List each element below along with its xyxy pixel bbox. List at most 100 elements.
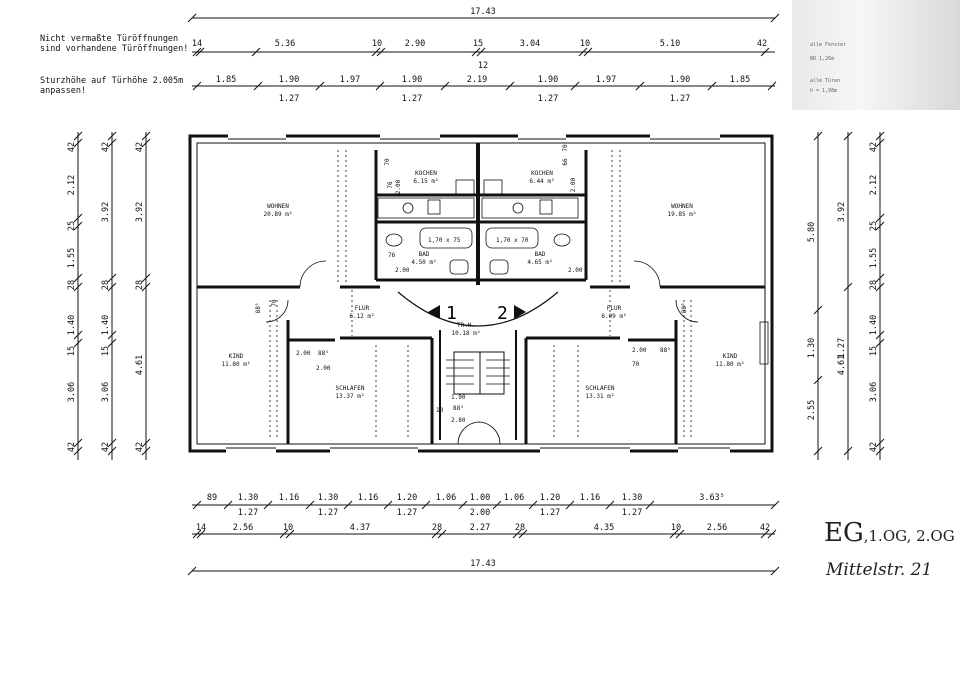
- dim-label-top-2: 1.97: [596, 75, 616, 85]
- dim-label-left-2: 1.40: [101, 315, 111, 335]
- dim-label-bottom-1: 89: [207, 493, 217, 503]
- room-area: 19.85 m²: [668, 211, 697, 218]
- dim-tick: [675, 529, 685, 539]
- dim-label-bottom-1-sub: 1.27: [238, 508, 258, 518]
- dim-tick: [875, 446, 885, 456]
- dim-tick: [528, 500, 538, 510]
- dim-tick: [813, 305, 823, 315]
- dim-label-top-2: 1.90: [279, 75, 299, 85]
- dim-label-left-3: 28: [135, 280, 145, 290]
- dim-label-bottom-1: 1.06: [436, 493, 456, 503]
- dim-tick: [512, 529, 522, 539]
- inner-dim-label: 70: [632, 361, 640, 368]
- dim-tick: [583, 47, 593, 57]
- room-area: 6.44 m²: [529, 178, 554, 185]
- dim-label-total-top: 17.43: [470, 7, 496, 17]
- dim-tick: [431, 529, 441, 539]
- dim-tick: [875, 282, 885, 292]
- arrow-right-icon: [514, 305, 526, 319]
- dim-tick: [767, 81, 777, 91]
- dim-label-bottom-1: 1.20: [397, 493, 417, 503]
- apartment-1-number: 1: [446, 303, 457, 324]
- dim-label-bottom-1-sub: 2.00: [470, 508, 490, 518]
- dim-label-top-1: 2.90: [405, 39, 425, 49]
- inner-dim-label: 1,70 x 75: [428, 237, 461, 244]
- dim-tick: [73, 446, 83, 456]
- arrow-left-icon: [428, 305, 440, 319]
- dim-label-top-1: 14: [192, 39, 202, 49]
- room-name: KOCHEN: [415, 170, 437, 177]
- floor-name: EG: [824, 518, 864, 548]
- dim-tick: [192, 47, 202, 57]
- dim-tick: [843, 282, 853, 292]
- room-area: 11.80 m²: [222, 361, 251, 368]
- dim-label-left-3: 42: [135, 142, 145, 152]
- dim-label-right-2: 4.61: [837, 355, 847, 375]
- dim-label-top-1: 5.10: [660, 39, 680, 49]
- dim-label-right-3: 1.40: [869, 315, 879, 335]
- dim-label-top-2: 1.85: [216, 75, 236, 85]
- dim-tick: [73, 138, 83, 148]
- inner-dim-label: 2.00: [570, 177, 577, 192]
- inner-dim-label: 88⁵: [255, 303, 262, 314]
- dim-tick: [196, 529, 206, 539]
- inner-dim-label: 2.80: [451, 417, 466, 424]
- dim-tick: [760, 47, 770, 57]
- inner-dim-label: 76: [387, 181, 394, 189]
- dim-tick: [107, 338, 117, 348]
- dim-label-bottom-2: 2.56: [707, 523, 727, 533]
- dim-tick: [875, 213, 885, 223]
- dim-label-top-2: 1.90: [402, 75, 422, 85]
- dim-tick: [141, 273, 151, 283]
- room-name: KOCHEN: [531, 170, 553, 177]
- dim-tick: [875, 338, 885, 348]
- room-area: 6.09 m²: [601, 313, 626, 320]
- inner-dim-label: 10: [436, 407, 444, 414]
- room-area: 20.89 m²: [264, 211, 293, 218]
- dim-tick: [73, 282, 83, 292]
- dim-label-top-1: 5.36: [275, 39, 295, 49]
- dim-label-left-1: 3.06: [67, 382, 77, 402]
- landing-curve: [397, 291, 559, 327]
- dim-tick: [107, 282, 117, 292]
- inner-dim-label: 2.00: [296, 350, 311, 357]
- dim-label-right-3: 25: [869, 221, 879, 231]
- dim-label-bottom-1: 3.63⁵: [699, 493, 725, 503]
- dim-tick: [107, 273, 117, 283]
- dim-label-right-3: 2.12: [869, 175, 879, 195]
- dim-tick: [505, 81, 515, 91]
- dim-label-top-2: 1.90: [538, 75, 558, 85]
- dim-tick: [437, 529, 447, 539]
- room-area: 6.12 m²: [349, 313, 374, 320]
- dim-tick: [141, 446, 151, 456]
- dim-tick: [707, 81, 717, 91]
- dim-tick: [192, 500, 202, 510]
- dim-tick: [875, 138, 885, 148]
- dim-label-bottom-2: 42: [760, 523, 770, 533]
- strip-note: alle Türen: [810, 78, 841, 84]
- room-name: SCHLAFEN: [586, 385, 615, 392]
- dim-label-top-2: 1.97: [340, 75, 360, 85]
- room-area: 11.80 m²: [716, 361, 745, 368]
- dim-tick: [605, 500, 615, 510]
- inner-dim-label: 1,70 x 70: [496, 237, 529, 244]
- dim-label-bottom-2: 14: [196, 523, 206, 533]
- dim-label-left-1: 1.55: [67, 248, 77, 268]
- dim-label-right-1: 5.80: [807, 222, 817, 242]
- dim-label-bottom-2: 10: [283, 523, 293, 533]
- dim-label-right-3: 28: [869, 280, 879, 290]
- floor-label: EG,1.OG, 2.OG: [824, 518, 955, 548]
- dim-label-left-3: 3.92: [135, 202, 145, 222]
- dim-tick: [760, 529, 770, 539]
- dim-label-bottom-2: 2.56: [233, 523, 253, 533]
- dim-label-top-1: 10: [372, 39, 382, 49]
- dim-tick: [518, 529, 528, 539]
- dim-tick: [440, 81, 450, 91]
- room-name: BAD: [419, 251, 430, 258]
- dim-tick: [107, 330, 117, 340]
- dim-tick: [492, 500, 502, 510]
- dim-tick: [875, 221, 885, 231]
- dim-label-bottom-1: 1.16: [279, 493, 299, 503]
- dim-tick: [141, 138, 151, 148]
- dim-label-top-2: 1.85: [730, 75, 750, 85]
